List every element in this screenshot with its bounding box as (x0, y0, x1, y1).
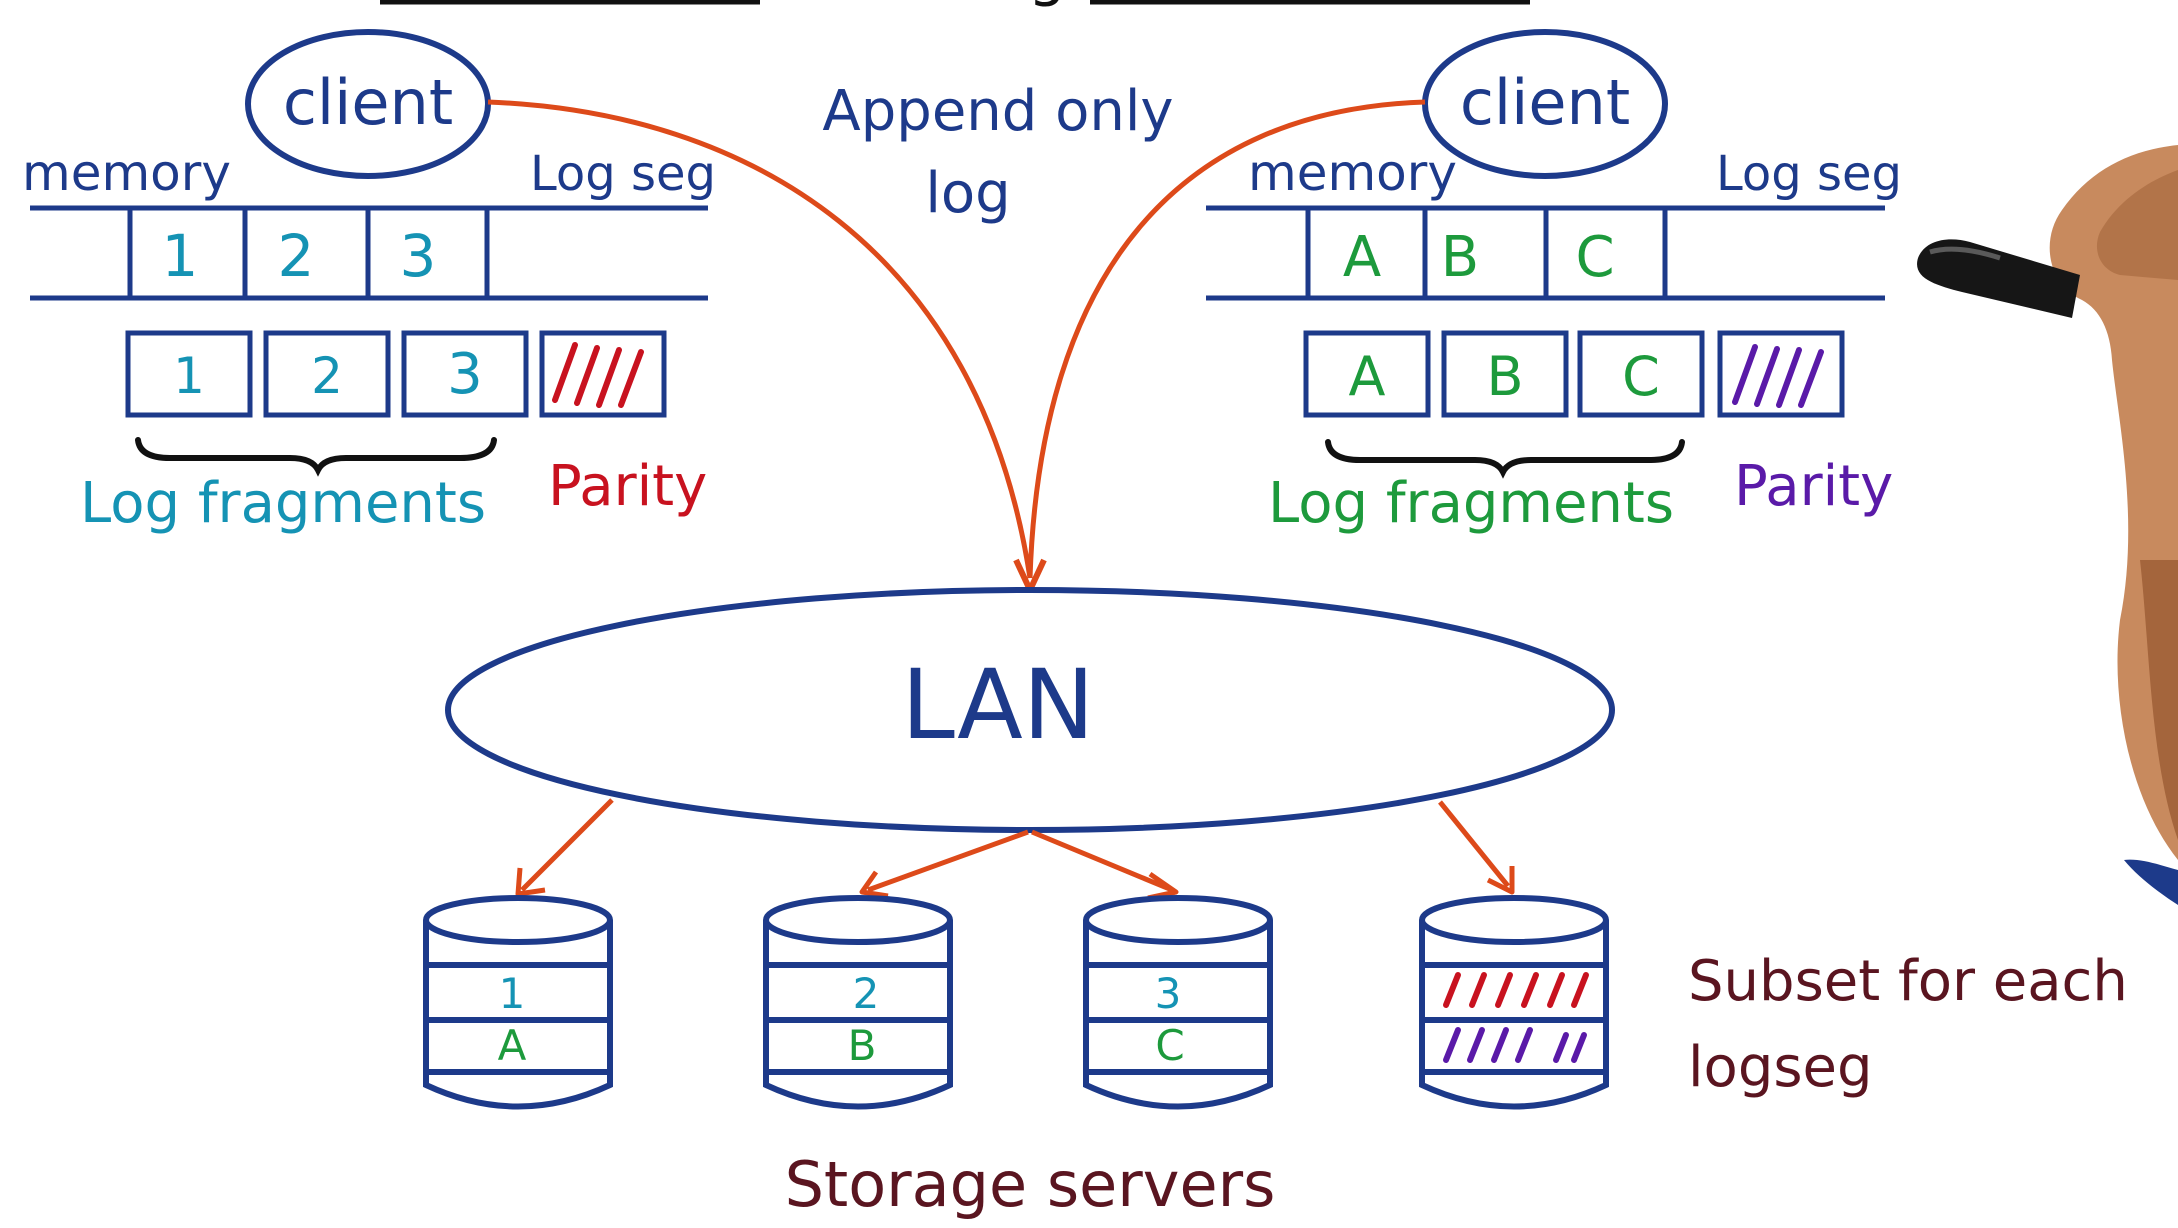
right-fragments-label: Log fragments (1268, 471, 1674, 536)
storage-server-2-bottom: B (848, 1021, 877, 1070)
right-fragment-value: C (1622, 345, 1660, 408)
right-fragment-box (1303, 330, 1431, 418)
left-fragment-value: 2 (311, 347, 343, 405)
storage-server-parity (1419, 895, 1609, 1110)
left-fragment-value: 3 (447, 342, 483, 407)
left-parity-hatch (552, 342, 644, 408)
storage-parity-hatch-red (1443, 972, 1589, 1008)
storage-parity-hatch-purple (1443, 1027, 1587, 1063)
storage-servers-label: Storage servers (785, 1148, 1276, 1221)
left-memory-cell: 2 (278, 222, 315, 290)
left-fragment-value: 1 (173, 347, 205, 405)
left-client-label: client (283, 66, 453, 139)
right-parity-box (1717, 330, 1845, 418)
left-fragments-brace (135, 437, 497, 477)
subset-note-line1: Subset for each (1688, 949, 2128, 1014)
lan-node (445, 587, 1615, 833)
left-parity-label: Parity (548, 454, 707, 519)
storage-server-2-top: 2 (853, 969, 880, 1018)
right-fragment-box (1577, 330, 1705, 418)
append-only-label-line2: log (925, 161, 1010, 226)
right-logseg-label: Log seg (1716, 146, 1902, 202)
right-client-label: client (1460, 66, 1630, 139)
storage-server-3-top: 3 (1155, 969, 1182, 1018)
left-parity-box (539, 330, 667, 418)
left-logseg-label: Log seg (530, 146, 716, 202)
left-memory-cell: 1 (162, 222, 199, 290)
left-memory-cell: 3 (400, 222, 437, 290)
right-fragment-value: B (1486, 345, 1523, 408)
right-client-to-lan-arrow (1027, 99, 1426, 579)
right-client-group: client memory Log seg A B C A B C Log fr… (1206, 29, 1902, 536)
storage-server-1-bottom: A (498, 1021, 527, 1070)
left-fragment-box (125, 330, 253, 418)
storage-server-3: 3 C (1083, 895, 1273, 1110)
presenter-hand-image (1917, 145, 2178, 905)
right-memory-cell: B (1441, 225, 1479, 290)
right-parity-hatch (1732, 344, 1824, 408)
right-memory-cell: C (1575, 225, 1614, 290)
right-fragments-brace (1325, 439, 1685, 479)
lan-to-storage-arrows (515, 798, 1515, 901)
left-fragment-box (263, 330, 391, 418)
lan-label: LAN (901, 649, 1094, 761)
left-fragments-label: Log fragments (80, 471, 486, 536)
storage-server-2: 2 B (763, 895, 953, 1110)
right-memory-label: memory (1248, 144, 1457, 202)
right-memory-cell: A (1343, 225, 1381, 290)
right-fragment-value: A (1349, 345, 1386, 408)
left-fragment-box (401, 330, 529, 418)
left-client-to-lan-arrow (487, 99, 1033, 579)
storage-server-1: 1 A (423, 895, 613, 1110)
left-client-group: client memory Log seg 1 2 3 1 2 3 Log fr… (22, 29, 716, 536)
storage-server-1-top: 1 (499, 969, 526, 1018)
subset-note-line2: logseg (1688, 1035, 1873, 1100)
right-fragment-box (1441, 330, 1569, 418)
left-memory-label: memory (22, 144, 231, 202)
append-only-label: Append only (822, 79, 1173, 144)
title-fragment: g (1028, 0, 1066, 9)
right-parity-label: Parity (1734, 454, 1893, 519)
storage-server-3-bottom: C (1155, 1021, 1184, 1070)
